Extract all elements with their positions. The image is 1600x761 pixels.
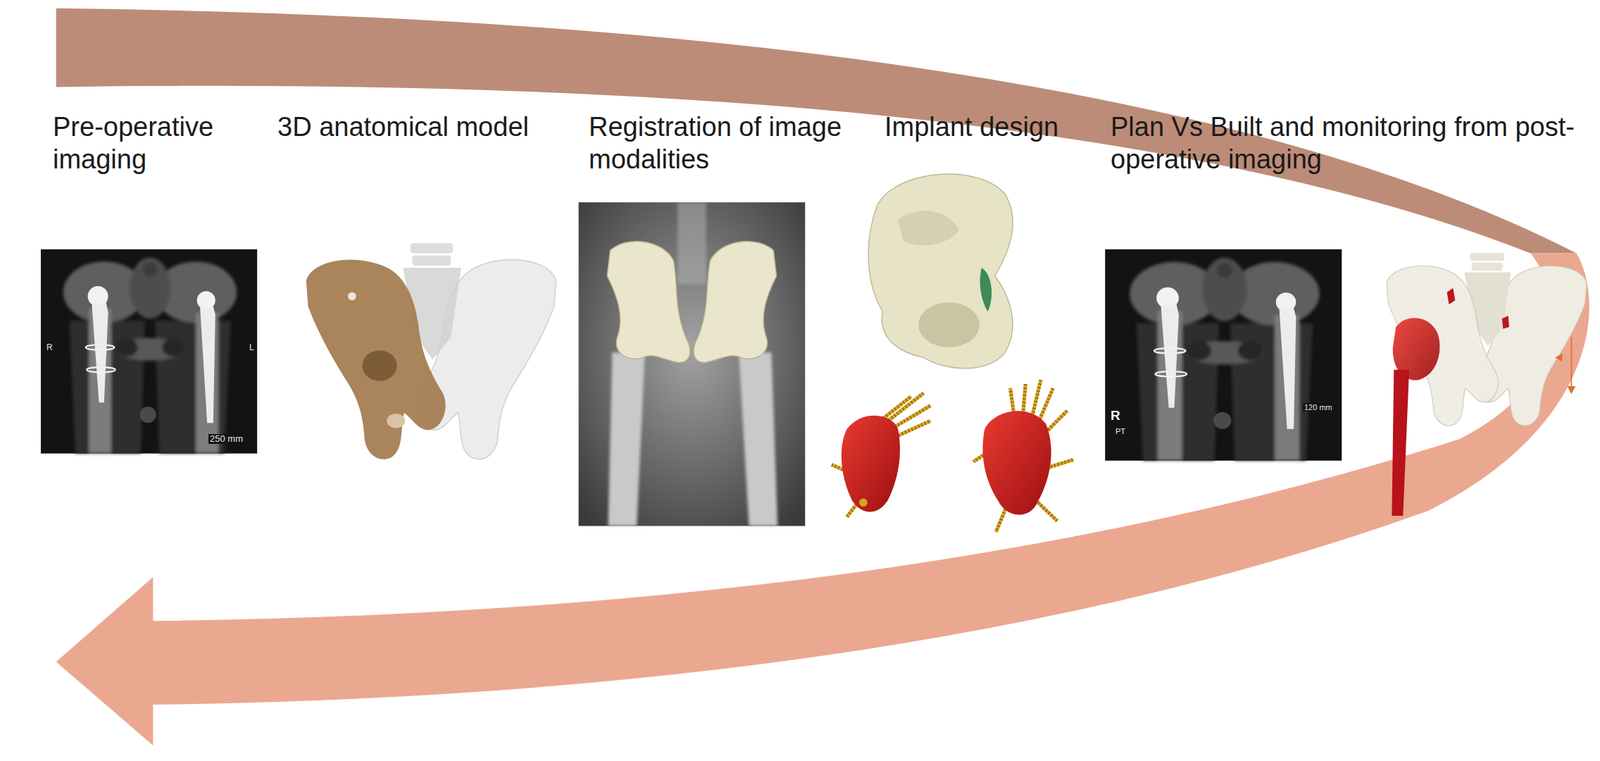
small-arrowhead <box>1554 353 1562 362</box>
small-arrow <box>1571 336 1573 388</box>
xray-ground <box>578 202 806 526</box>
defect-cavity <box>918 302 980 348</box>
stage-heading: Pre-operative imaging <box>52 111 243 176</box>
stage-heading: 3D anatomical model <box>277 111 581 144</box>
femur <box>608 352 646 526</box>
contact-patch <box>980 267 993 312</box>
workflow-arrow-return <box>56 253 1590 746</box>
vertebrae <box>1469 252 1505 272</box>
shading <box>897 210 960 246</box>
xray-scale-label: 120 mm <box>1302 402 1334 412</box>
screw-mark <box>1502 315 1510 329</box>
screw <box>973 379 1074 532</box>
xray-side-marker: R <box>1109 408 1122 424</box>
obturator <box>386 413 405 428</box>
small-arrowhead <box>1567 385 1577 395</box>
implant-design <box>831 173 1074 532</box>
femur <box>738 352 778 526</box>
custom-implant <box>841 415 900 512</box>
left-hip-bone <box>306 259 446 459</box>
vertebrae <box>409 242 453 266</box>
defect <box>347 292 357 301</box>
anatomical-model <box>306 242 557 460</box>
xray-side-marker: L <box>247 342 256 353</box>
stage-heading: Implant design <box>884 111 1096 144</box>
registration-image <box>578 202 806 526</box>
femoral-stem <box>1391 369 1410 516</box>
spine <box>677 202 707 284</box>
pelvis-overlay <box>693 241 777 363</box>
screw-head <box>859 497 868 507</box>
xray-marker-text: PT <box>1114 426 1127 436</box>
preop-xray <box>40 249 258 454</box>
stage-heading: Plan Vs Built and monitoring from post-o… <box>1110 111 1576 176</box>
pelvis-overlay <box>607 241 691 363</box>
stage-heading: Registration of image modalities <box>588 111 881 176</box>
screw-thread <box>973 379 1074 532</box>
postop-xray <box>1104 249 1342 461</box>
acetabulum <box>361 350 397 381</box>
custom-implant <box>983 410 1052 515</box>
screw-mark <box>1447 288 1456 305</box>
screw <box>831 392 931 517</box>
workflow-arrow-band <box>56 8 1577 254</box>
xray-side-marker: R <box>45 342 55 353</box>
pelvis-model <box>868 173 1013 369</box>
xray-scale-label: 250 mm <box>208 433 245 444</box>
screw-thread <box>831 392 931 517</box>
plan-vs-built-model <box>1386 252 1587 426</box>
